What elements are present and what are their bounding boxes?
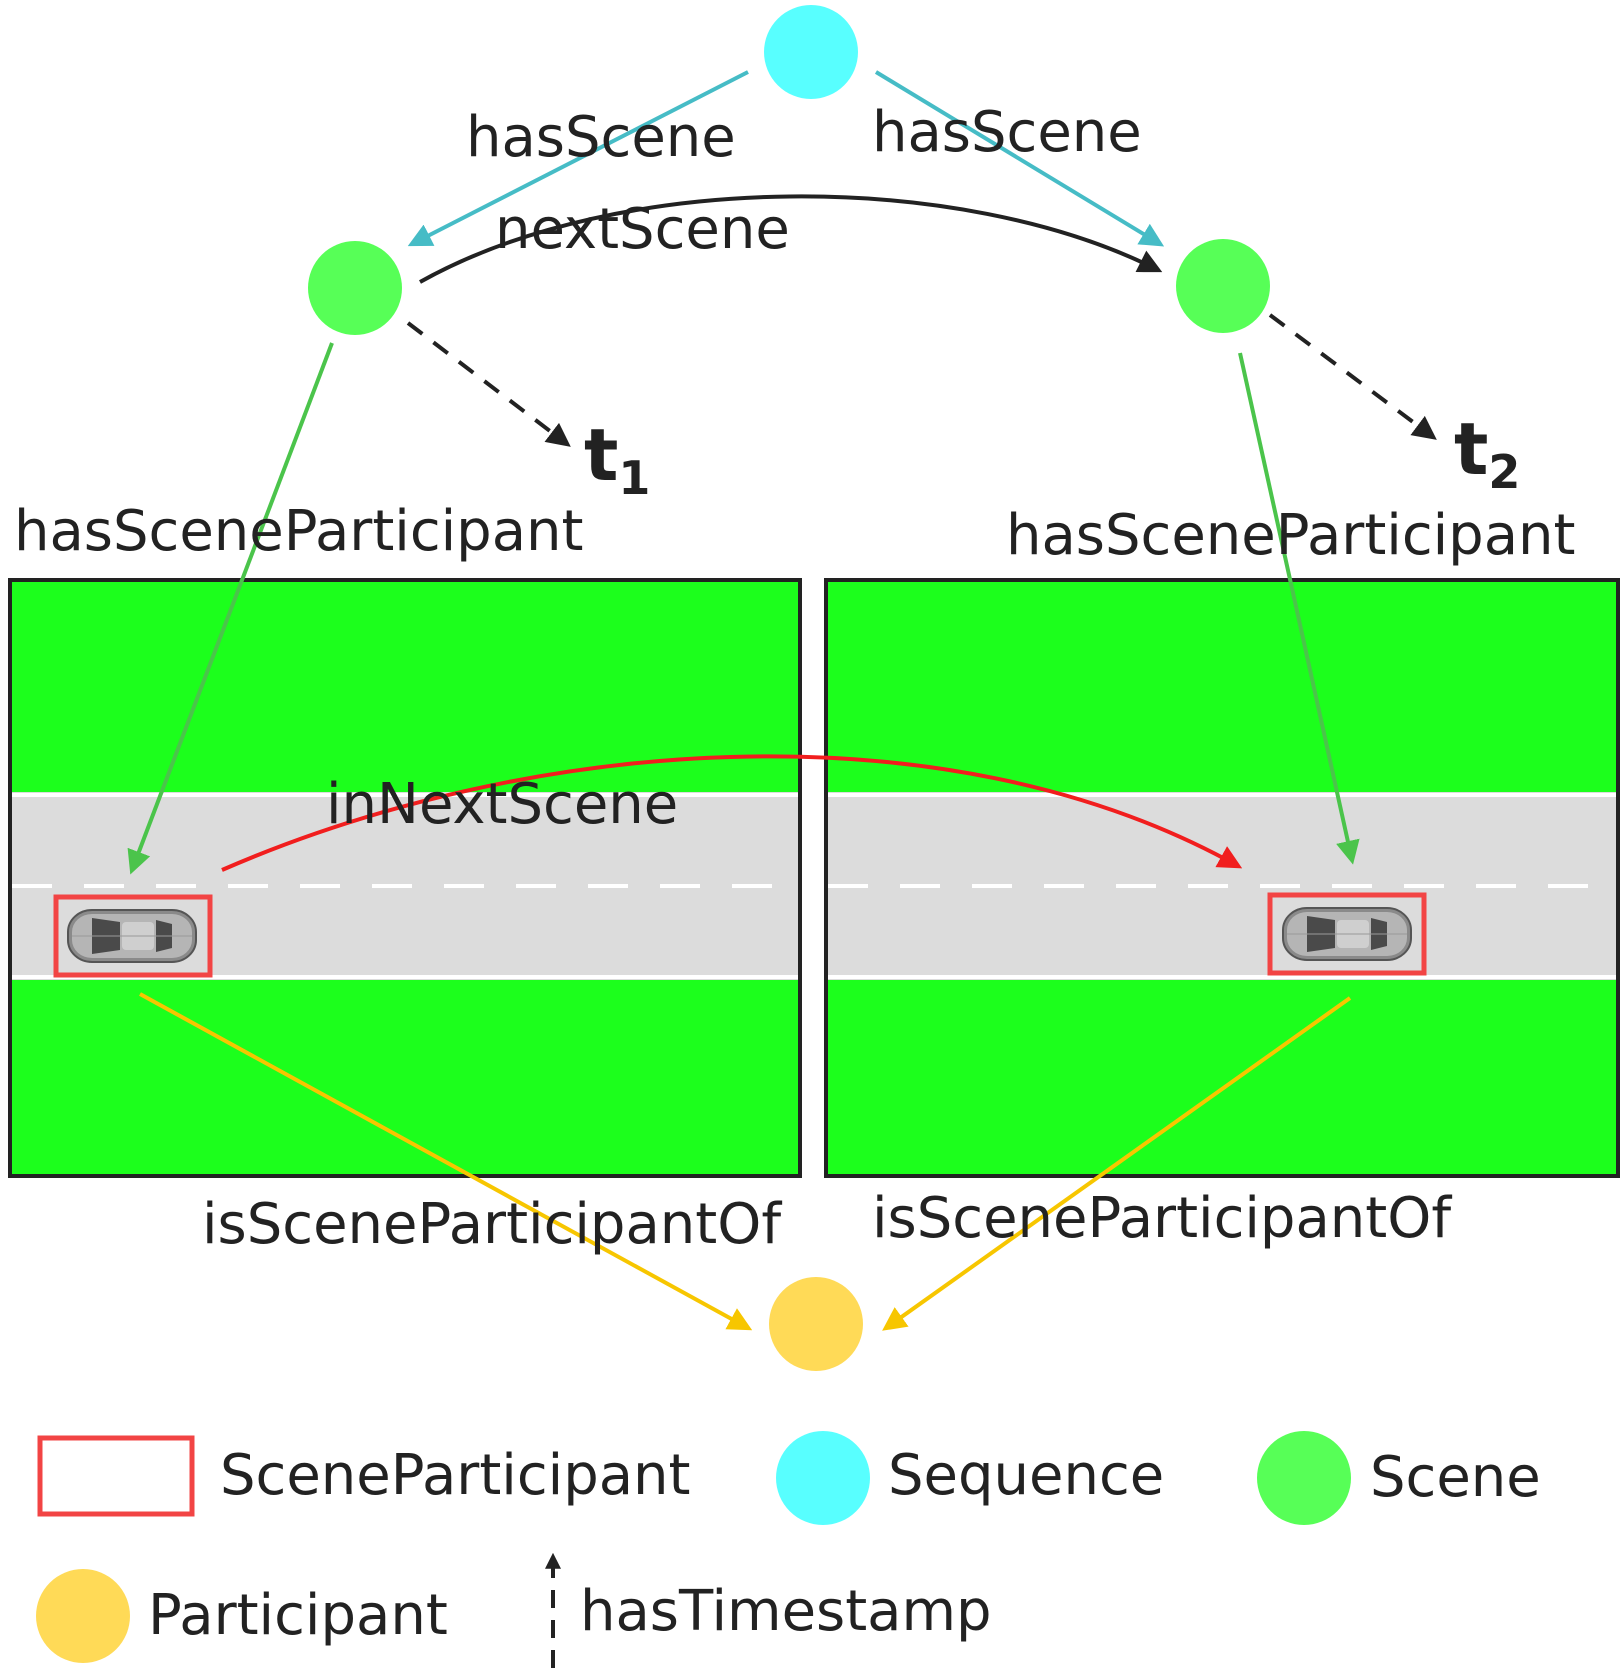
next-scene-label: nextScene bbox=[495, 197, 790, 262]
scene-participant-box-t1 bbox=[53, 894, 213, 978]
is-scene-participant-of-edge-left bbox=[139, 992, 753, 1331]
has-scene-edge-right bbox=[874, 70, 1165, 247]
timestamp-t1: t1 bbox=[584, 413, 650, 505]
has-scene-participant-label-left: hasSceneParticipant bbox=[14, 499, 584, 564]
legend-scene-participant-swatch bbox=[37, 1435, 195, 1517]
scene-node-t2 bbox=[1176, 239, 1270, 333]
in-next-scene-label: inNextScene bbox=[326, 772, 678, 837]
is-scene-participant-of-label-right: isSceneParticipantOf bbox=[872, 1186, 1452, 1251]
legend-has-timestamp-label: hasTimestamp bbox=[580, 1579, 992, 1644]
sequence-node bbox=[764, 5, 858, 99]
scene-node-t1 bbox=[308, 241, 402, 335]
legend-sequence-label: Sequence bbox=[888, 1443, 1164, 1508]
in-next-scene-edge bbox=[221, 754, 1243, 872]
legend-scene-swatch bbox=[1257, 1431, 1351, 1525]
legend-sequence-swatch bbox=[776, 1431, 870, 1525]
timestamp-t2: t2 bbox=[1454, 407, 1520, 499]
legend: SceneParticipant Sequence Scene Particip… bbox=[36, 1431, 1541, 1668]
scene-participant-box-t2 bbox=[1267, 892, 1427, 976]
car-icon bbox=[1282, 907, 1412, 961]
legend-scene-participant-label: SceneParticipant bbox=[220, 1443, 691, 1508]
has-scene-edge-left bbox=[407, 70, 749, 247]
is-scene-participant-of-edge-right bbox=[882, 996, 1352, 1331]
has-scene-label-left: hasScene bbox=[466, 105, 736, 170]
participant-node bbox=[769, 1277, 863, 1371]
has-scene-participant-edge-right bbox=[1238, 352, 1360, 865]
car-icon bbox=[67, 909, 197, 963]
scene-panel-t1 bbox=[8, 578, 802, 1178]
next-scene-edge bbox=[419, 194, 1163, 284]
has-scene-label-right: hasScene bbox=[872, 100, 1142, 165]
scene-panel-t2 bbox=[824, 578, 1620, 1178]
legend-participant-swatch bbox=[36, 1569, 130, 1663]
has-scene-participant-label-right: hasSceneParticipant bbox=[1006, 503, 1576, 568]
has-scene-participant-edge-left bbox=[127, 342, 334, 875]
legend-participant-label: Participant bbox=[148, 1583, 448, 1648]
is-scene-participant-of-label-left: isSceneParticipantOf bbox=[202, 1192, 782, 1257]
has-timestamp-edge-t2 bbox=[1268, 313, 1437, 440]
has-timestamp-edge-t1 bbox=[406, 321, 571, 447]
legend-scene-label: Scene bbox=[1370, 1445, 1541, 1510]
